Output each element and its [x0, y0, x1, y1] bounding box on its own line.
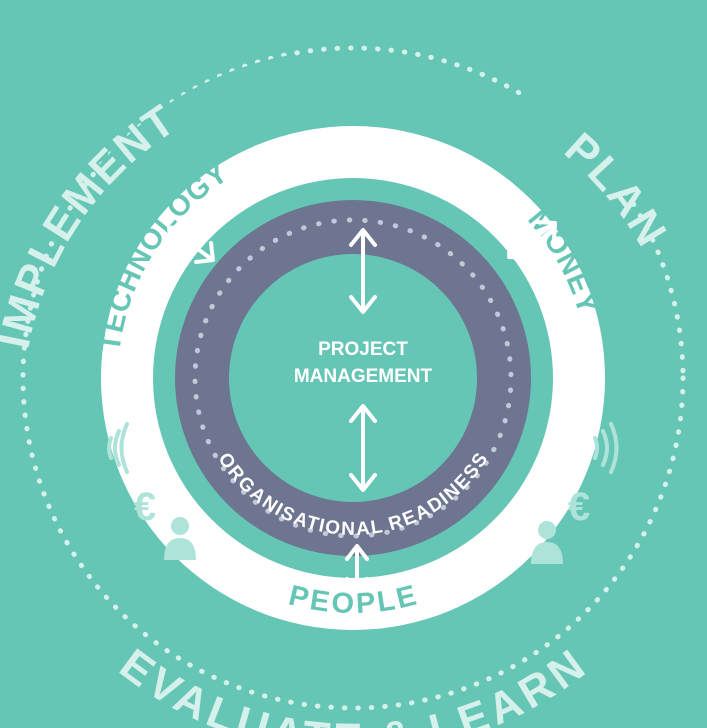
person-icon: [531, 521, 563, 564]
wifi-icon: [593, 422, 619, 474]
center-disc: [229, 254, 477, 502]
process-loop-dots: [20, 45, 686, 711]
arrow-vertical-top: [349, 228, 377, 314]
person-icon: [164, 517, 196, 560]
wifi-icon: [107, 422, 129, 474]
center-title-line1: PROJECT: [318, 339, 408, 360]
euro-icon: €: [568, 485, 590, 529]
arrow-vertical-bottom: [345, 544, 369, 594]
euro-icon: €: [134, 485, 156, 529]
arrow-money: [507, 220, 557, 260]
arrow-technology: [167, 224, 215, 264]
arrow-vertical-middle: [349, 404, 377, 492]
label-gaps: [95, 55, 650, 693]
center-title-line2: MANAGEMENT: [294, 366, 433, 387]
